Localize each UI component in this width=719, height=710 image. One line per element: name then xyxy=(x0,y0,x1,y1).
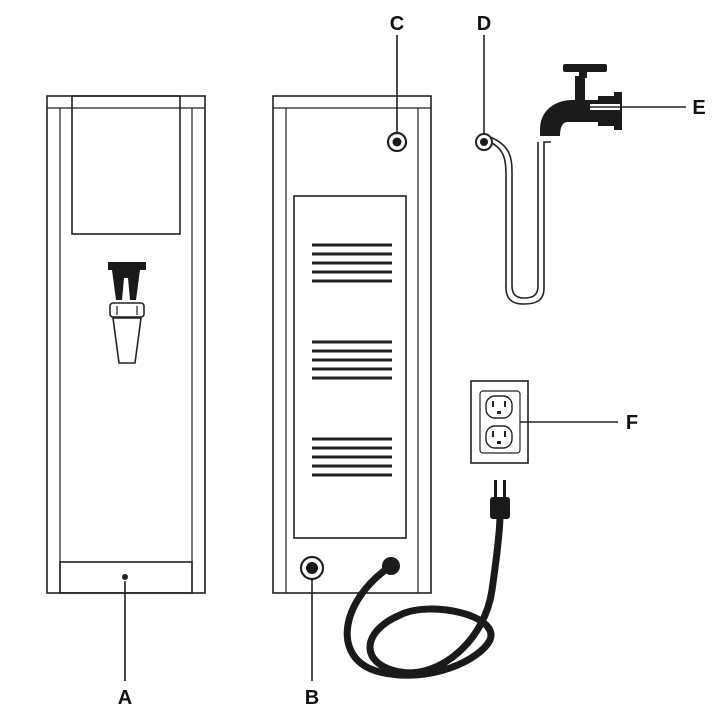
vent-louvers-top xyxy=(312,243,392,283)
back-vent-panel xyxy=(293,195,407,539)
dispenser-front-view xyxy=(46,95,206,594)
wall-outlet xyxy=(470,380,529,464)
vent-louvers-middle xyxy=(312,340,392,380)
callout-f: F xyxy=(626,412,638,434)
hose-end-fitting xyxy=(475,133,493,151)
back-cabinet-outline xyxy=(272,95,432,594)
outlet-receptacle-top-icon xyxy=(485,395,513,419)
callout-c: C xyxy=(390,13,404,35)
water-tap-icon xyxy=(540,64,622,136)
drain-point xyxy=(122,574,128,580)
callout-d: D xyxy=(477,13,491,35)
front-top-panel xyxy=(71,95,181,235)
water-inlet-fitting xyxy=(386,131,408,153)
plug-icon xyxy=(490,480,510,519)
callout-e: E xyxy=(692,97,705,119)
power-cord xyxy=(343,480,510,679)
dispenser-back-view xyxy=(272,95,432,594)
faucet-icon xyxy=(108,262,146,364)
callout-leaders xyxy=(124,35,686,681)
front-base-panel xyxy=(59,561,193,594)
callout-a: A xyxy=(118,687,132,709)
outlet-receptacle-bottom-icon xyxy=(485,425,513,449)
callout-b: B xyxy=(305,687,319,709)
water-supply-line xyxy=(475,133,551,305)
vent-louvers-bottom xyxy=(312,437,392,477)
drain-fitting xyxy=(299,555,325,581)
